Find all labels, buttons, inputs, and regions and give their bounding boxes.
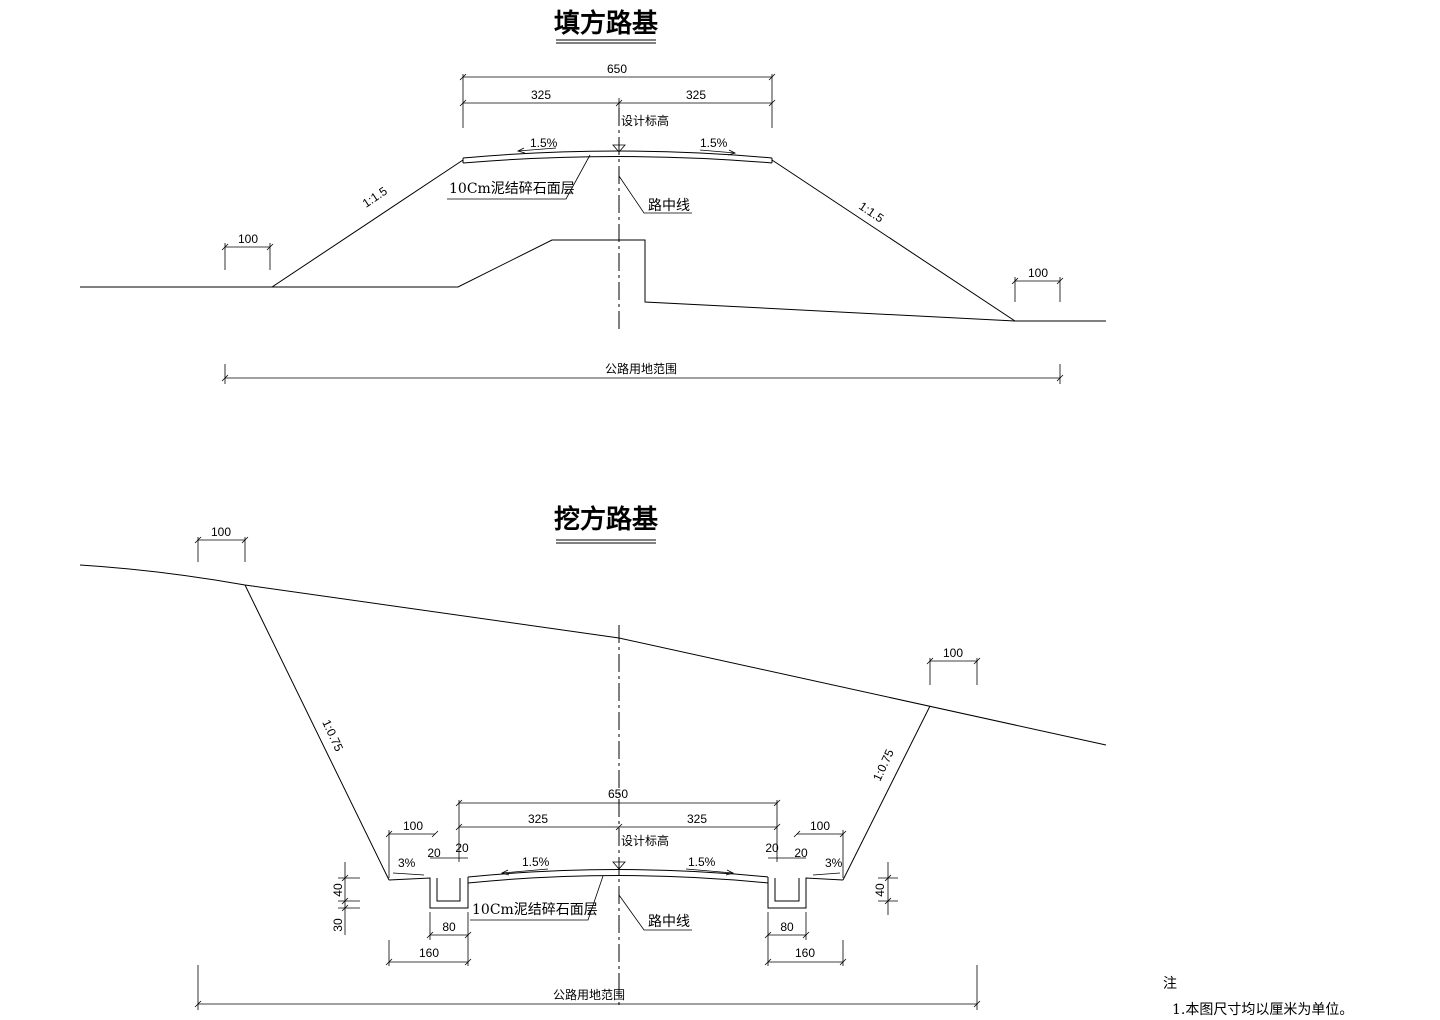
cut-pavement-label: 10Cm泥结碎石面层 bbox=[472, 902, 598, 918]
cut-centerline-leader bbox=[618, 894, 692, 931]
cut-design-elevation: 设计标高 bbox=[621, 833, 669, 848]
fill-design-elevation: 设计标高 bbox=[621, 113, 669, 128]
notes-item-1: 1.本图尺寸均以厘米为单位。 bbox=[1172, 1002, 1353, 1018]
cut-right-ditch bbox=[767, 877, 844, 909]
fill-section-title: 填方路基 bbox=[554, 8, 659, 39]
cut-left-slope bbox=[244, 584, 390, 881]
fill-right-slope bbox=[771, 159, 1106, 322]
fill-right-of-way: 公路用地范围 bbox=[221, 361, 1064, 384]
cut-dim-walls: 20 20 20 20 bbox=[427, 841, 808, 860]
cut-dim-80-right-text: 80 bbox=[780, 920, 794, 934]
cut-dim-20-l2: 20 bbox=[455, 841, 469, 855]
fill-dim-650: 650 bbox=[607, 62, 627, 76]
fill-dim-325-left: 325 bbox=[531, 88, 551, 102]
cut-shoulder-fall-left: 3% bbox=[398, 856, 416, 870]
cut-natural-ground bbox=[79, 564, 1107, 746]
fill-right-of-way-text: 公路用地范围 bbox=[605, 361, 677, 376]
cut-right-ditch-inner bbox=[774, 878, 800, 902]
fill-dim-100-right: 100 bbox=[1011, 266, 1064, 302]
cut-section: 挖方路基 1:0.75 1:0.75 100 100 bbox=[79, 504, 1107, 1010]
fill-crossfall-left: 1.5% bbox=[530, 136, 558, 150]
cut-pavement-leader bbox=[470, 875, 604, 921]
cut-dim-shoulder-right-text: 100 bbox=[810, 819, 830, 833]
fill-dim-100-left-text: 100 bbox=[238, 232, 258, 246]
cut-right-slope bbox=[842, 705, 931, 881]
cut-shoulder-fall-right: 3% bbox=[825, 856, 843, 870]
fill-slope-right: 1:1.5 bbox=[856, 199, 886, 226]
fill-dim-100-right-text: 100 bbox=[1028, 266, 1048, 280]
cut-dim-total: 650 bbox=[455, 787, 781, 862]
fill-pavement-label: 10Cm泥结碎石面层 bbox=[449, 181, 575, 197]
cut-slope-left: 1:0.75 bbox=[319, 717, 346, 753]
cut-dim-160-right: 160 bbox=[764, 912, 847, 966]
cut-right-of-way: 公路用地范围 bbox=[194, 965, 981, 1010]
fill-section: 填方路基 650 325 325 设计标高 1.5% 1.5% bbox=[80, 8, 1106, 384]
fill-pavement-top bbox=[462, 150, 773, 159]
cut-pavement-bottom bbox=[467, 875, 769, 884]
cut-dim-shoulder-left-text: 100 bbox=[403, 819, 423, 833]
cut-section-title: 挖方路基 bbox=[554, 504, 659, 535]
fill-centerline-label: 路中线 bbox=[648, 198, 690, 214]
cut-dim-100-topright-text: 100 bbox=[943, 646, 963, 660]
cut-dim-100-topleft: 100 bbox=[194, 525, 249, 562]
cut-crossfall-left: 1.5% bbox=[522, 855, 550, 869]
fill-dim-100-left: 100 bbox=[221, 232, 274, 270]
cut-dim-vertical-right: 40 bbox=[873, 862, 898, 915]
cut-dim-20-r1: 20 bbox=[765, 841, 779, 855]
cut-left-ditch bbox=[388, 877, 469, 909]
cut-crossfall-right: 1.5% bbox=[688, 855, 716, 869]
cut-dim-100-topright: 100 bbox=[926, 646, 981, 685]
fill-crossfall-right-arrow bbox=[699, 149, 736, 154]
cut-dim-325-left: 325 bbox=[528, 812, 548, 826]
cut-dim-shoulder-right: 100 bbox=[793, 819, 847, 878]
cut-dim-650: 650 bbox=[608, 787, 628, 801]
fill-left-slope bbox=[80, 159, 464, 288]
fill-dim-total: 650 bbox=[459, 62, 776, 128]
cut-dim-160-left: 160 bbox=[385, 912, 472, 966]
cut-dim-20-l1: 20 bbox=[427, 846, 441, 860]
fill-original-ground bbox=[272, 239, 1016, 322]
cut-left-ditch-inner bbox=[436, 878, 461, 902]
fill-dim-325-right: 325 bbox=[686, 88, 706, 102]
cut-centerline-label: 路中线 bbox=[648, 914, 690, 930]
fill-pavement-leader bbox=[447, 154, 591, 200]
cut-dim-160-right-text: 160 bbox=[795, 946, 815, 960]
cut-dim-325-right: 325 bbox=[687, 812, 707, 826]
cut-slope-right: 1:0.75 bbox=[870, 747, 897, 783]
cut-dim-160-left-text: 160 bbox=[419, 946, 439, 960]
cut-dim-40-left: 40 bbox=[331, 883, 345, 897]
cut-dim-shoulder-left: 100 bbox=[385, 819, 439, 878]
cut-dim-vertical-left: 40 30 bbox=[331, 862, 360, 935]
fill-crossfall-left-arrow bbox=[517, 147, 557, 152]
cut-dim-halves: 325 325 bbox=[455, 812, 781, 831]
cut-dim-20-r2: 20 bbox=[794, 846, 808, 860]
fill-centerline-leader bbox=[618, 175, 692, 214]
fill-dim-halves: 325 325 bbox=[459, 88, 776, 108]
cut-dim-80-left-text: 80 bbox=[442, 920, 456, 934]
cut-dim-40-right: 40 bbox=[873, 883, 887, 897]
cut-dim-30-left: 30 bbox=[331, 918, 345, 932]
cut-right-of-way-text: 公路用地范围 bbox=[553, 987, 625, 1002]
cut-dim-80-right: 80 bbox=[764, 912, 810, 940]
fill-crossfall-right: 1.5% bbox=[700, 136, 728, 150]
fill-slope-left: 1:1.5 bbox=[360, 184, 390, 211]
notes: 注 1.本图尺寸均以厘米为单位。 bbox=[1163, 976, 1353, 1018]
cut-dim-80-left: 80 bbox=[426, 912, 472, 940]
notes-heading: 注 bbox=[1163, 976, 1177, 992]
fill-pavement-bottom bbox=[462, 156, 773, 164]
cut-dim-100-topleft-text: 100 bbox=[211, 525, 231, 539]
